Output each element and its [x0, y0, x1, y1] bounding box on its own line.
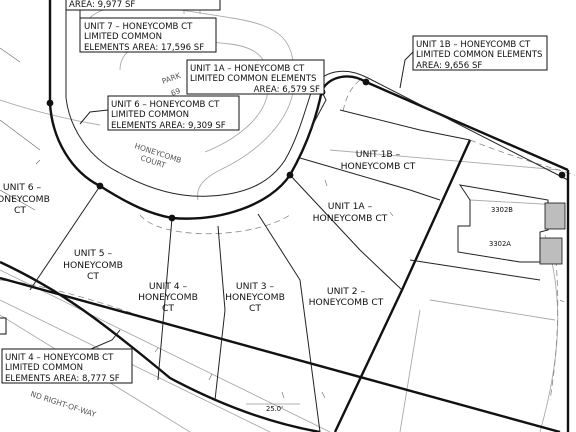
svg-text:LIMITED COMMON ELEMENTS: LIMITED COMMON ELEMENTS — [416, 50, 542, 60]
unit-1b-label: UNIT 1B – HONEYCOMB CT — [341, 149, 416, 172]
tick-marks — [35, 159, 565, 399]
dimension-label: 25.0' — [266, 405, 283, 413]
callout-top-clipped: AREA: 9,977 SF — [65, 0, 221, 11]
right-of-way-label: ND RIGHT-OF-WAY — [29, 389, 97, 419]
boundary-corner-dots — [46, 78, 566, 222]
callout-unit1a-lce: UNIT 1A – HONEYCOMB CT LIMITED COMMON EL… — [186, 59, 325, 95]
svg-text:ELEMENTS AREA: 17,596 SF: ELEMENTS AREA: 17,596 SF — [84, 43, 204, 53]
svg-text:UNIT 7 – HONEYCOMB CT: UNIT 7 – HONEYCOMB CT — [84, 22, 193, 32]
svg-text:UNIT 6 – HONEYCOMB CT: UNIT 6 – HONEYCOMB CT — [111, 100, 220, 110]
svg-text:LIMITED COMMON: LIMITED COMMON — [111, 110, 189, 120]
unit-2-label: UNIT 2 – HONEYCOMB CT — [309, 286, 384, 308]
svg-text:LIMITED COMMON ELEMENTS: LIMITED COMMON ELEMENTS — [190, 74, 316, 84]
svg-text:UNIT 2 –: UNIT 2 – — [327, 286, 366, 297]
callout-unit6-lce: UNIT 6 – HONEYCOMB CT LIMITED COMMON ELE… — [107, 95, 240, 131]
unit-5-label: UNIT 5 – HONEYCOMB CT — [63, 248, 123, 282]
buildings-3302: 3302B 3302A — [457, 184, 566, 265]
building-3302a-label: 3302A — [489, 240, 511, 248]
unit-6-label: UNIT 6 – HONEYCOMB CT — [0, 182, 50, 216]
unit-1a-label: UNIT 1A – HONEYCOMB CT — [313, 201, 388, 224]
svg-text:AREA: 9,977 SF: AREA: 9,977 SF — [69, 0, 135, 10]
svg-text:UNIT 5 –: UNIT 5 – — [74, 248, 113, 259]
svg-text:HONEYCOMB: HONEYCOMB — [0, 194, 50, 205]
svg-text:UNIT 1B –: UNIT 1B – — [356, 149, 401, 160]
park-number: 69 — [170, 86, 182, 98]
svg-text:CT: CT — [87, 271, 99, 282]
unit-4-label: UNIT 4 – HONEYCOMB CT — [138, 281, 198, 314]
callout-unit4-lce: UNIT 4 – HONEYCOMB CT LIMITED COMMON ELE… — [1, 348, 133, 384]
svg-text:ELEMENTS AREA: 9,309 SF: ELEMENTS AREA: 9,309 SF — [111, 121, 226, 131]
lot-lines — [0, 47, 541, 432]
svg-text:HONEYCOMB CT: HONEYCOMB CT — [309, 297, 384, 308]
svg-text:UNIT 1A –: UNIT 1A – — [328, 201, 373, 212]
svg-text:UNIT 4 –: UNIT 4 – — [149, 281, 188, 292]
svg-text:UNIT 1A – HONEYCOMB CT: UNIT 1A – HONEYCOMB CT — [190, 64, 305, 74]
callout-unit1b-lce: UNIT 1B – HONEYCOMB CT LIMITED COMMON EL… — [412, 35, 548, 71]
svg-text:LIMITED COMMON: LIMITED COMMON — [84, 32, 162, 42]
park-label: PARK — [161, 70, 183, 85]
unit-3-label: UNIT 3 – HONEYCOMB CT — [225, 281, 285, 314]
svg-text:CT: CT — [14, 205, 26, 216]
svg-text:CT: CT — [162, 303, 174, 314]
svg-text:HONEYCOMB: HONEYCOMB — [225, 292, 285, 303]
svg-text:HONEYCOMB CT: HONEYCOMB CT — [313, 213, 388, 224]
svg-text:UNIT 3 –: UNIT 3 – — [236, 281, 275, 292]
svg-text:HONEYCOMB CT: HONEYCOMB CT — [341, 161, 416, 172]
svg-text:UNIT 6 –: UNIT 6 – — [3, 182, 42, 193]
svg-text:LIMITED COMMON: LIMITED COMMON — [5, 363, 83, 373]
svg-text:ELEMENTS AREA: 8,777 SF: ELEMENTS AREA: 8,777 SF — [5, 374, 120, 384]
svg-text:HONEYCOMB: HONEYCOMB — [138, 292, 198, 303]
callout-unit7-lce: UNIT 7 – HONEYCOMB CT LIMITED COMMON ELE… — [79, 17, 217, 53]
unit-labels: UNIT 6 – HONEYCOMB CT UNIT 5 – HONEYCOMB… — [0, 149, 416, 314]
svg-text:UNIT 1B – HONEYCOMB CT: UNIT 1B – HONEYCOMB CT — [416, 40, 531, 50]
svg-text:HONEYCOMB: HONEYCOMB — [63, 260, 123, 271]
building-3302b-label: 3302B — [491, 206, 513, 214]
svg-text:UNIT 4 – HONEYCOMB CT: UNIT 4 – HONEYCOMB CT — [5, 353, 114, 363]
svg-text:AREA: 9,656 SF: AREA: 9,656 SF — [416, 61, 482, 71]
svg-text:CT: CT — [249, 303, 261, 314]
callout-boxes: AREA: 9,977 SF UNIT 7 – HONEYCOMB CT LIM… — [0, 0, 548, 384]
svg-text:AREA: 6,579 SF: AREA: 6,579 SF — [254, 85, 320, 95]
